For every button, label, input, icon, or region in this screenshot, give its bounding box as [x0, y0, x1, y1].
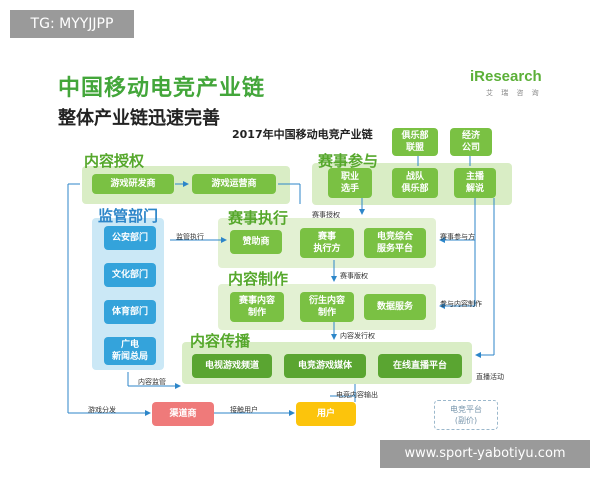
- label-esports-output: 电竞内容输出: [336, 391, 378, 399]
- watermark-top: TG: MYYJJPP: [10, 10, 134, 38]
- label-supervision: 监管执行: [176, 233, 204, 241]
- section-regulator: 监管部门: [98, 207, 159, 225]
- label-content-supervision: 内容监管: [138, 378, 166, 386]
- esports-platform-node: 电竞综合 服务平台: [364, 228, 426, 258]
- label-live-activity: 直播活动: [476, 373, 504, 381]
- user-node: 用户: [296, 402, 356, 426]
- page-subtitle: 整体产业链迅速完善: [58, 108, 220, 129]
- label-content-participate: 参与内容制作: [440, 300, 482, 308]
- public-security-node: 公安部门: [104, 226, 156, 250]
- pro-player-node: 职业 选手: [328, 168, 372, 198]
- iresearch-logo: iResearch: [470, 68, 542, 85]
- section-event-execution: 赛事执行: [228, 209, 289, 227]
- host-commentary-node: 主播 解说: [454, 168, 496, 198]
- team-club-node: 战队 俱乐部: [392, 168, 438, 198]
- section-content-production: 内容制作: [228, 270, 289, 288]
- esports-media-node: 电竞游戏媒体: [284, 354, 366, 378]
- watermark-bottom: www.sport-yabotiyu.com: [380, 440, 590, 468]
- event-organizer-node: 赛事 执行方: [300, 228, 354, 258]
- broadcast-node: 广电 新闻总局: [104, 337, 156, 365]
- label-content-issue: 内容发行权: [340, 332, 375, 340]
- section-content-distribution: 内容传播: [190, 332, 251, 350]
- channel-provider-node: 渠道商: [152, 402, 214, 426]
- data-service-node: 数据服务: [364, 294, 426, 320]
- event-content-producer-node: 赛事内容 制作: [230, 292, 284, 322]
- derivative-content-node: 衍生内容 制作: [300, 292, 354, 322]
- label-reach-users: 接触用户: [230, 406, 258, 414]
- page-title: 中国移动电竞产业链: [58, 76, 266, 101]
- section-content-license: 内容授权: [84, 152, 145, 170]
- sports-node: 体育部门: [104, 300, 156, 324]
- section-event-participation: 赛事参与: [318, 152, 379, 170]
- live-platform-node: 在线直播平台: [378, 354, 462, 378]
- game-operator-node: 游戏运营商: [192, 174, 276, 194]
- game-developer-node: 游戏研发商: [92, 174, 174, 194]
- logo-subtitle: 艾 瑞 咨 询: [486, 89, 542, 97]
- culture-node: 文化部门: [104, 263, 156, 287]
- label-event-participate: 赛事参与方: [440, 233, 475, 241]
- label-event-license: 赛事授权: [312, 211, 340, 219]
- tv-game-channel-node: 电视游戏频道: [192, 354, 272, 378]
- club-league-node: 俱乐部 联盟: [392, 128, 438, 156]
- label-game-distribution: 游戏分发: [88, 406, 116, 414]
- label-event-copyright: 赛事版权: [340, 272, 368, 280]
- esports-venue-node: 电竞平台 (副价): [434, 400, 498, 430]
- diagram-title: 2017年中国移动电竞产业链: [232, 128, 373, 141]
- sponsor-node: 赞助商: [230, 230, 282, 254]
- brokerage-node: 经济 公司: [450, 128, 492, 156]
